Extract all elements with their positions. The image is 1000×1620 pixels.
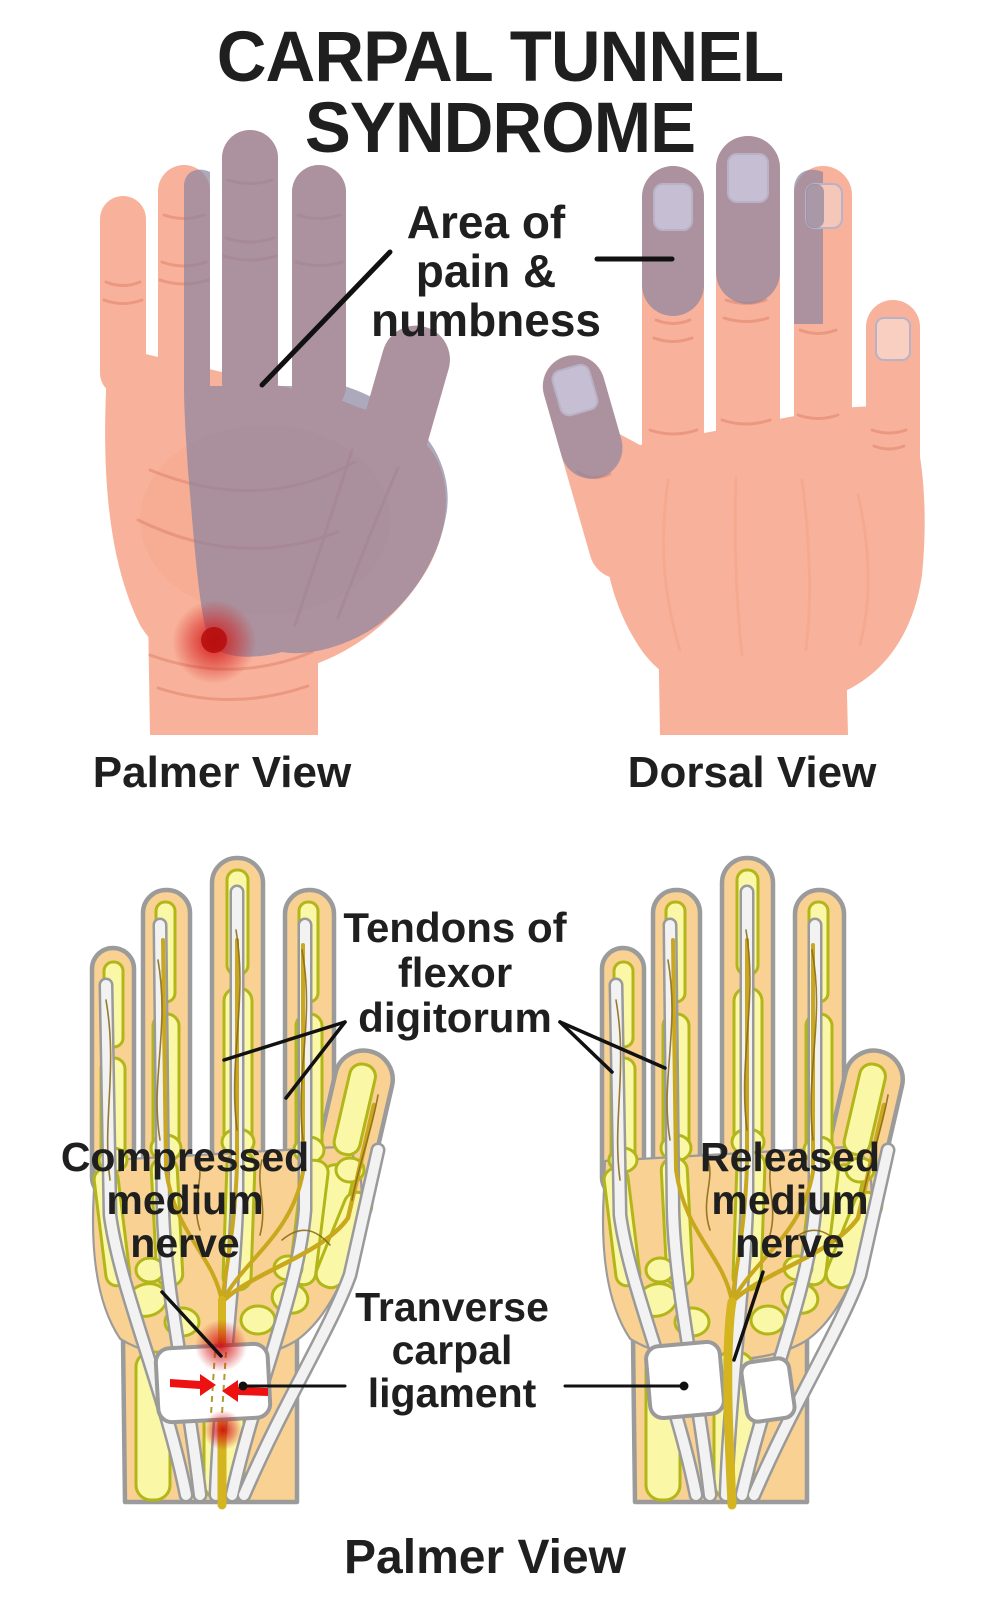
nerve-inflammation-glow-top: [195, 1320, 247, 1372]
fingernails: [551, 153, 911, 417]
dorsal-back-of-hand: [602, 406, 925, 706]
released-wrist-detail: [644, 1297, 797, 1510]
leader-tendons-r2: [558, 1020, 667, 1070]
leader-lines: [160, 249, 765, 1391]
annotation-released-nerve: Released medium nerve: [699, 1134, 881, 1267]
page-title: CARPAL TUNNEL SYNDROME: [216, 18, 784, 168]
compression-arrows: [170, 1374, 268, 1402]
caption-palmer-view-bottom: Palmer View: [344, 1531, 626, 1584]
dorsal-hand-illustration: [542, 136, 925, 735]
annotation-tendons: Tendons of flexor digitorum: [343, 904, 567, 1041]
annotation-compressed-nerve: Compressed medium nerve: [60, 1134, 310, 1267]
leader-released-nerve: [732, 1270, 765, 1362]
pain-spot: [201, 627, 227, 653]
leader-pain-left: [259, 249, 393, 388]
pain-area-overlay: [184, 130, 450, 657]
nerve-inflammation-glow-bottom: [203, 1410, 243, 1450]
median-nerve-branches: [105, 929, 379, 1305]
ligament-cut-left-piece: [644, 1339, 726, 1421]
ligament-cut-right-piece: [739, 1356, 797, 1424]
leader-tendons-l2: [284, 1020, 347, 1100]
leader-tendons-l1: [222, 1020, 347, 1062]
caption-dorsal-view: Dorsal View: [627, 748, 877, 797]
leader-tendons-r1: [558, 1020, 614, 1074]
annotation-area-of-pain: Area of pain & numbness: [370, 196, 602, 346]
palmar-hand-illustration: [100, 130, 450, 735]
leader-compressed-nerve: [160, 1290, 223, 1358]
palmar-pinky-finger: [100, 196, 146, 396]
compressed-wrist-detail: [153, 1296, 273, 1510]
released-median-nerve-trunk: [723, 1297, 737, 1510]
annotation-transverse-ligament: Tranverse carpal ligament: [355, 1284, 549, 1417]
anatomical-hand-base: [89, 855, 395, 1505]
flexor-tendons: [98, 884, 386, 1503]
caption-palmer-view-top: Palmer View: [92, 748, 352, 797]
